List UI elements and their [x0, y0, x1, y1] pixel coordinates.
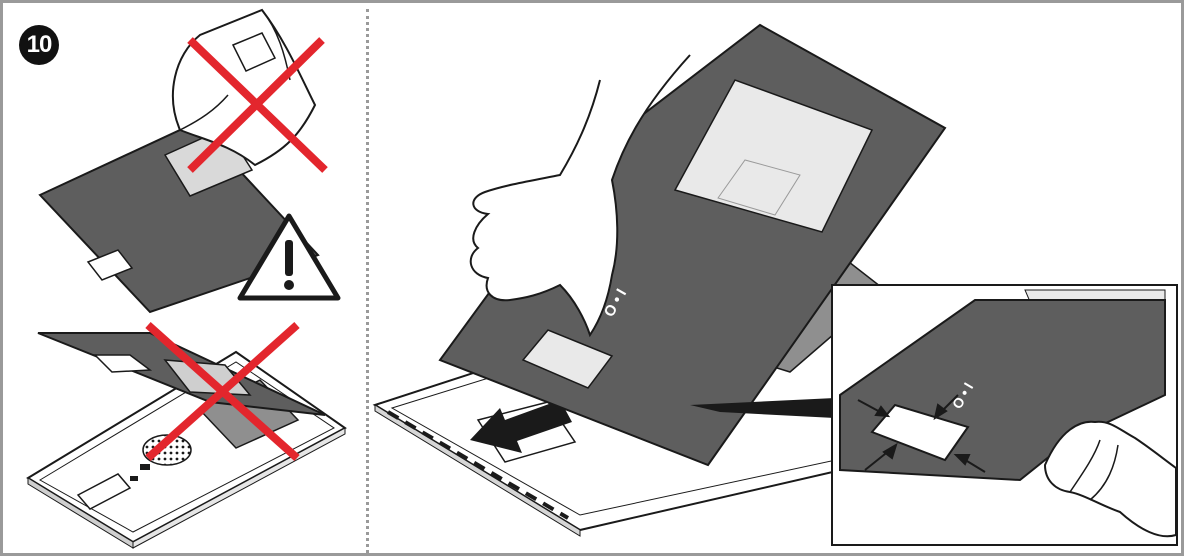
- wrong-film-placement-illustration: [28, 325, 345, 548]
